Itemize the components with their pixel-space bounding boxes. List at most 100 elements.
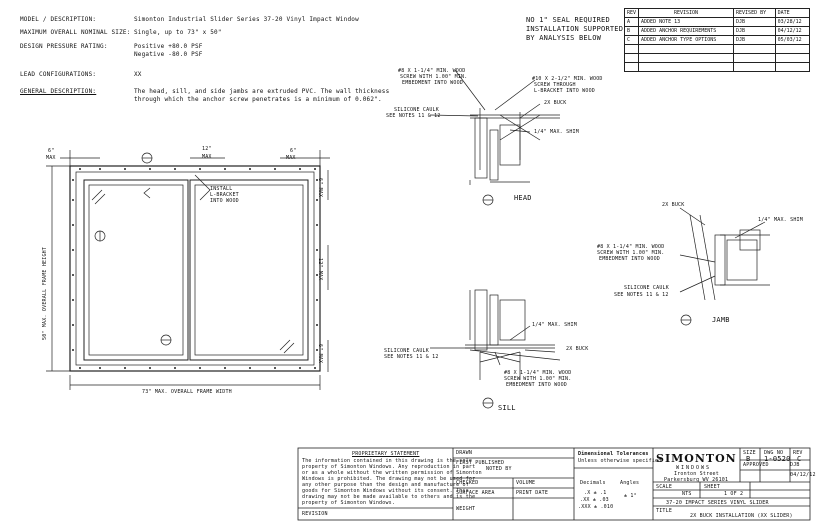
revision-row: C ADDED ANCHOR TYPE OPTIONS DJB 05/03/12 <box>623 35 811 45</box>
dim-top-left: 6" <box>48 148 55 154</box>
proprietary-line: any other purpose than the design and ma… <box>302 482 469 488</box>
proprietary-line: The information contained in this drawin… <box>302 458 473 464</box>
company-logo: SIMONTON <box>656 452 737 465</box>
jamb-screw-line1: #8 X 1-1/4" MIN. WOOD <box>597 244 665 250</box>
dim-top-left-sub: MAX <box>46 155 56 161</box>
sheet-label: SHEET <box>704 484 721 490</box>
scale-label: SCALE <box>656 484 673 490</box>
dim-right-mid: 12" MAX <box>317 258 323 281</box>
sill-detail-lines <box>430 289 561 409</box>
design-pressure-negative: Negative -80.0 PSF <box>134 51 203 58</box>
checked-label: CHECKED <box>456 480 479 486</box>
note-line3: BY ANALYSIS BELOW <box>526 34 602 42</box>
head-screw-note-line3: EMBEDMENT INTO WOOD <box>402 80 463 86</box>
right-glass <box>194 184 304 356</box>
general-description-line2: through which the anchor screw penetrate… <box>134 96 382 103</box>
sill-title: SILL <box>498 404 516 412</box>
head-caulk-line1: SILICONE CAULK <box>394 107 439 113</box>
head-bracket-note-line2: SCREW THROUGH <box>534 82 576 88</box>
right-sash <box>189 179 309 361</box>
drawing-title: 2X BUCK INSTALLATION (XX SLIDER) <box>690 513 793 519</box>
head-bracket-note-line3: L-BRACKET INTO WOOD <box>534 88 595 94</box>
head-buck-label: 2X BUCK <box>544 100 567 106</box>
company-address-line2: Parkersburg WV 26101 <box>664 477 729 483</box>
jamb-title: JAMB <box>712 316 730 324</box>
tolerance-angle: ± 1° <box>624 493 637 499</box>
date-cell <box>774 44 811 54</box>
revision-cell: ADDED ANCHOR REQUIREMENTS <box>638 26 735 36</box>
print-date-label: PRINT DATE <box>516 490 549 496</box>
head-caulk-line2: SEE NOTES 11 & 12 <box>386 113 441 119</box>
configuration-label: LEAD CONFIGURATIONS: <box>20 71 97 78</box>
revision-table: REV REVISION REVISED BY DATE A ADDED NOT… <box>623 8 811 72</box>
sill-screw-line1: #8 X 1-1/4" MIN. WOOD <box>504 370 572 376</box>
proprietary-heading: PROPRIETARY STATEMENT <box>352 451 420 457</box>
revision-cell <box>638 44 735 54</box>
date-col-header: DATE <box>774 8 811 18</box>
revision-cell: ADDED NOTE 13 <box>638 17 735 27</box>
tolerance-x: .X ± .1 <box>584 490 607 496</box>
tolerance-title: Dimensional Tolerances <box>578 451 649 457</box>
callout-line3: INTO WOOD <box>210 198 239 204</box>
max-size-label: MAXIMUM OVERALL NOMINAL SIZE: <box>20 29 131 36</box>
rev-cell: B <box>623 26 640 36</box>
revised-by-cell <box>733 53 776 63</box>
revision-cell <box>638 62 735 72</box>
general-description-line1: The head, sill, and side jambs are extru… <box>134 88 390 95</box>
volume-label: VOLUME <box>516 480 536 486</box>
head-screw-note-line2: SCREW WITH 1.00" MIN. <box>400 74 468 80</box>
dim-top-mid: 12" <box>202 146 212 152</box>
max-size-value: Single, up to 73" x 50" <box>134 29 222 36</box>
dim-right-top: 6" MAX <box>317 178 323 198</box>
revision-cell: ADDED ANCHOR TYPE OPTIONS <box>638 35 735 45</box>
dim-top-right: 6" <box>290 148 297 154</box>
proprietary-line: goods for Simonton Windows without its c… <box>302 488 469 494</box>
size-label: SIZE <box>743 450 756 456</box>
revision-header-row: REV REVISION REVISED BY DATE <box>623 8 811 18</box>
rev-cell <box>623 53 640 63</box>
head-bracket-note-line1: #10 X 2-1/2" MIN. WOOD <box>532 76 603 82</box>
type-line: 37-20 IMPACT SERIES VINYL SLIDER <box>666 500 769 506</box>
note-line2: INSTALLATION SUPPORTED <box>526 25 624 33</box>
revision-row: A ADDED NOTE 13 DJB 03/28/12 <box>623 17 811 27</box>
size-value: B <box>746 455 751 463</box>
jamb-caulk-line1: SILICONE CAULK <box>624 285 669 291</box>
date-cell: 05/03/12 <box>774 35 811 45</box>
revision-row <box>623 53 811 63</box>
overall-height-dim: 50" MAX. OVERALL FRAME HEIGHT <box>42 246 48 340</box>
callout-line2: L-BRACKET <box>210 192 239 198</box>
date-value: 04/12/12 <box>790 472 816 478</box>
proprietary-line: Windows is prohibited. The drawing may n… <box>302 476 476 482</box>
sill-buck-label: 2X BUCK <box>566 346 589 352</box>
model-label: MODEL / DESCRIPTION: <box>20 16 97 23</box>
dim-top-mid-sub: MAX <box>202 154 212 160</box>
revision-row: B ADDED ANCHOR REQUIREMENTS DJB 04/12/12 <box>623 26 811 36</box>
left-glass <box>88 184 184 356</box>
tolerance-subtitle: Unless otherwise specified <box>578 458 662 464</box>
note-line1: NO 1" SEAL REQUIRED <box>526 16 610 24</box>
title-block-lines <box>297 447 811 521</box>
head-detail-lines <box>429 69 560 206</box>
revision-row <box>623 44 811 54</box>
callout-line1: INSTALL <box>210 186 233 192</box>
rev-cell <box>623 62 640 72</box>
dim-top-right-sub: MAX <box>286 155 296 161</box>
scale-value: NTS <box>682 491 692 497</box>
first-published-value: NOTED BY <box>486 466 512 472</box>
overall-width-dim: 73" MAX. OVERALL FRAME WIDTH <box>142 389 232 395</box>
head-shim-label: 1/4" MAX. SHIM <box>534 129 579 135</box>
rev-value: C <box>797 455 802 463</box>
date-cell <box>774 62 811 72</box>
sheet-value: 1 OF 2 <box>724 491 744 497</box>
company-logo-sub: WINDOWS <box>676 465 712 471</box>
tolerance-xxx: .XXX ± .010 <box>578 504 614 510</box>
head-screw-note-line1: #8 X 1-1/4" MIN. WOOD <box>398 68 466 74</box>
jamb-caulk-line2: SEE NOTES 11 & 12 <box>614 292 669 298</box>
revised-by-cell: DJB <box>733 35 776 45</box>
design-pressure-positive: Positive +80.0 PSF <box>134 43 203 50</box>
head-title: HEAD <box>514 194 532 202</box>
revision-small-label: REVISION <box>302 511 328 517</box>
dim-right-bot: 6" MAX <box>317 344 323 364</box>
rev-cell <box>623 44 640 54</box>
